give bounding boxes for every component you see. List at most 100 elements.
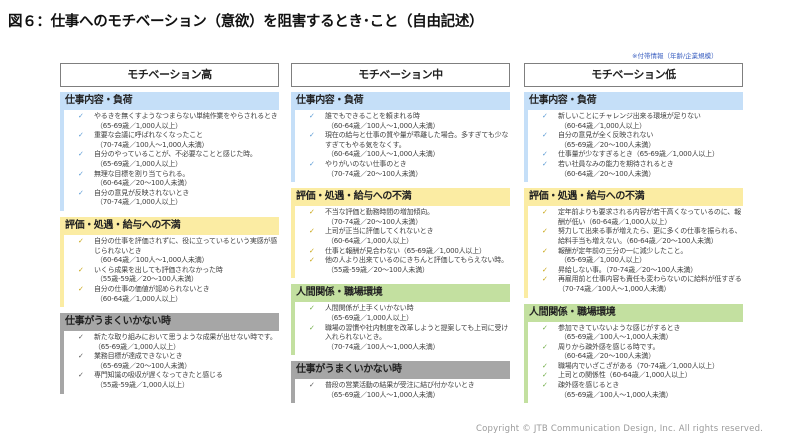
item-text: 自分の仕事を評価されずに、役に立っているという実感が感じられないとき bbox=[94, 236, 278, 255]
column-motivation-low: モチベーション低仕事内容・負荷✓新しいことにチャレンジ出来る環境が足りない（60… bbox=[524, 63, 743, 409]
list-item: ✓報酬が定年前の三分の一に減少したこと。（65-69歳／1,000人以上） bbox=[542, 247, 743, 266]
check-icon: ✓ bbox=[78, 188, 84, 197]
item-text: 人間関係が上手くいかない時 bbox=[325, 304, 414, 313]
check-icon: ✓ bbox=[542, 265, 548, 274]
list-item: ✓ 誰でもできることを頼まれる時（60-64歳／100人～1,000人未満） bbox=[309, 112, 510, 131]
category-title: 評価・処遇・給与への不満 bbox=[291, 188, 510, 207]
check-icon: ✓ bbox=[309, 208, 315, 217]
category-section: 評価・処遇・給与への不満✓自分の仕事を評価されずに、役に立っているという実感が感… bbox=[60, 216, 279, 308]
list-item: ✓重要な会議に呼ばれなくなったこと（70-74歳／100人～1,000人未満） bbox=[78, 131, 279, 150]
list-item: ✓人間関係が上手くいかない時（65-69歳／1,000人以上） bbox=[309, 304, 510, 323]
list-item: ✓不当な評価と勤務時間の増加傾向。（70-74歳／20～100人未満） bbox=[309, 208, 510, 227]
item-text: 自分の意見が全く反映されない bbox=[558, 131, 654, 140]
category-section: 人間関係・職場環境✓人間関係が上手くいかない時（65-69歳／1,000人以上）… bbox=[291, 284, 510, 356]
check-icon: ✓ bbox=[542, 112, 548, 120]
check-icon: ✓ bbox=[309, 323, 315, 332]
check-icon: ✓ bbox=[542, 342, 548, 351]
category-items: ✓自分の仕事を評価されずに、役に立っているという実感が感じられないとき（60-6… bbox=[60, 234, 279, 308]
item-text: 職場内でいざこざがある（70-74歳／1,000人以上） bbox=[558, 361, 719, 370]
check-icon: ✓ bbox=[542, 323, 548, 332]
list-item: ✓上司との関係性（60-64歳／1,000人以上） bbox=[542, 371, 743, 381]
list-item: ✓現在の給与と仕事の質や量が乖離した場合。多すぎても少なすぎてもやる気をなくす。… bbox=[309, 131, 510, 160]
column-header: モチベーション中 bbox=[291, 63, 510, 87]
category-section: 仕事がうまくいかない時✓新たな取り組みにおいて思うような成果が出せない時です。（… bbox=[60, 313, 279, 394]
figure-title: 図６：仕事へのモチベーション（意欲）を阻害するとき･こと（自由記述） bbox=[8, 14, 484, 30]
item-text: 疎外感を感じるとき bbox=[558, 381, 620, 390]
item-text: 若い社員なみの能力を期待されるとき bbox=[558, 159, 674, 168]
item-attribute: （70-74歳／20～100人未満） bbox=[327, 169, 423, 178]
category-items: ✓ 参加できていないような感じがするとき （65-69歳／100人～1,000人未満… bbox=[524, 321, 743, 404]
column-header: モチベーション高 bbox=[60, 63, 279, 87]
item-attribute: （65-69歳／1,000人以上） bbox=[560, 256, 646, 265]
list-item: ✓ 職場内でいざこざがある（70-74歳／1,000人以上） bbox=[542, 362, 743, 372]
item-attribute: （55歳-59歳／1,000人以上） bbox=[96, 381, 189, 390]
item-text: 仕事と報酬が見合わない（65-69歳／1,000人以上） bbox=[325, 246, 486, 255]
list-item: ✓上司が正当に評価してくれないとき（60-64歳／1,000人以上） bbox=[309, 227, 510, 246]
item-text: 参加できていないような感じがするとき bbox=[558, 323, 681, 332]
item-attribute: （55歳-59歳／20～100人未満） bbox=[327, 265, 429, 274]
item-text: 定年前よりも要求される内容が若干高くなっているのに、報酬が低い（60-64歳／1… bbox=[558, 208, 741, 226]
check-icon: ✓ bbox=[542, 208, 548, 217]
category-title: 仕事がうまくいかない時 bbox=[291, 361, 510, 380]
item-text: 新しいことにチャレンジ出来る環境が足りない bbox=[558, 112, 701, 120]
check-icon: ✓ bbox=[309, 131, 315, 140]
check-icon: ✓ bbox=[309, 256, 315, 265]
list-item: ✓新たな取り組みにおいて思うような成果が出せない時です。（65-69歳／1,00… bbox=[78, 333, 279, 352]
category-title: 仕事内容・負荷 bbox=[60, 92, 279, 110]
item-text: 自分の意見が反映されないとき bbox=[94, 188, 190, 197]
item-text: 専門知識の吸収が遅くなってきたと感じる bbox=[94, 371, 223, 380]
list-item: ✓再雇用前と仕事内容も責任も変わらないのに給料が低すぎる（70-74歳／100人… bbox=[542, 275, 743, 294]
item-attribute: （70-74歳／100人～1,000人未満） bbox=[327, 342, 440, 351]
copyright: Copyright © JTB Communication Design, In… bbox=[476, 424, 764, 434]
check-icon: ✓ bbox=[78, 333, 84, 342]
item-text: やりがいのない仕事のとき bbox=[325, 159, 407, 168]
list-item: ✓やるきを無くすようなつまらない単純作業をやらされるとき（65-69歳／1,00… bbox=[78, 112, 279, 131]
item-text: 周りから疎外感を感じる時です。 bbox=[558, 342, 660, 351]
item-text: 報酬が定年前の三分の一に減少したこと。 bbox=[558, 246, 688, 255]
list-item: ✓職場の習慣や社内制度を改革しようと提案しても上司に受け入れられないとき。（70… bbox=[309, 324, 510, 353]
check-icon: ✓ bbox=[542, 361, 548, 370]
item-text: 普段の営業活動の結果が受注に結び付かないとき bbox=[325, 381, 475, 390]
category-items: ✓普段の営業活動の結果が受注に結び付かないとき（65-69歳／100人～1,00… bbox=[291, 379, 510, 404]
check-icon: ✓ bbox=[78, 150, 84, 159]
item-attribute: （60-64歳／100人～1,000人未満） bbox=[327, 150, 440, 159]
item-text: 上司が正当に評価してくれないとき bbox=[325, 227, 434, 236]
list-item: ✓自分のやっていることが、不必要なことと感じた時。（65-69歳／1,000人以… bbox=[78, 150, 279, 169]
category-title: 仕事内容・負荷 bbox=[524, 92, 743, 110]
item-text: 自分の仕事の価値が認められないとき bbox=[94, 284, 210, 293]
check-icon: ✓ bbox=[542, 381, 548, 390]
item-text: やるきを無くすようなつまらない単純作業をやらされるとき bbox=[94, 112, 278, 120]
item-attribute: （60-64歳／1,000人以上） bbox=[560, 121, 646, 130]
check-icon: ✓ bbox=[542, 371, 548, 380]
list-item: ✓ 周りから疎外感を感じる時です。（60-64歳／20～100人未満） bbox=[542, 343, 743, 362]
check-icon: ✓ bbox=[78, 371, 84, 380]
item-attribute: （60-64歳／100人～1,000人未満） bbox=[327, 121, 440, 130]
category-items: ✓不当な評価と勤務時間の増加傾向。（70-74歳／20～100人未満）✓上司が正… bbox=[291, 206, 510, 279]
item-attribute: （65-69歳／100人～1,000人未満） bbox=[560, 390, 673, 399]
list-item: ✓仕事と報酬が見合わない（65-69歳／1,000人以上） bbox=[309, 247, 510, 257]
list-item: ✓昇給しない事。（70-74歳／20～100人未満） bbox=[542, 266, 743, 276]
supplementary-note: ※付帯情報（年齢/企業規模） bbox=[632, 52, 718, 60]
list-item: ✓自分の仕事を評価されずに、役に立っているという実感が感じられないとき（60-6… bbox=[78, 237, 279, 266]
list-item: ✓無理な目標を割り当てられる。（60-64歳／20～100人未満） bbox=[78, 170, 279, 189]
item-attribute: （60-64歳／20～100人未満） bbox=[560, 352, 656, 361]
list-item: ✓いくら成果を出しても評価されなかった時（55歳-59歳／20～100人未満） bbox=[78, 266, 279, 285]
list-item: ✓仕事量が少なすぎるとき（65-69歳／1,000人以上） bbox=[542, 150, 743, 160]
item-text: 仕事量が少なすぎるとき（65-69歳／1,000人以上） bbox=[558, 150, 719, 159]
item-text: 重要な会議に呼ばれなくなったこと bbox=[94, 131, 203, 140]
check-icon: ✓ bbox=[309, 112, 315, 120]
check-icon: ✓ bbox=[78, 284, 84, 293]
item-text: 誰でもできることを頼まれる時 bbox=[325, 112, 420, 120]
category-items: ✓ 定年前よりも要求される内容が若干高くなっているのに、報酬が低い（60-64歳／… bbox=[524, 206, 743, 298]
item-attribute: （60-64歳／20～100人未満） bbox=[96, 179, 192, 188]
check-icon: ✓ bbox=[78, 131, 84, 140]
column-header: モチベーション低 bbox=[524, 63, 743, 87]
list-item: ✓参加できていないような感じがするとき（65-69歳／100人～1,000人未満… bbox=[542, 324, 743, 343]
check-icon: ✓ bbox=[309, 159, 315, 168]
item-text: いくら成果を出しても評価されなかった時 bbox=[94, 265, 223, 274]
list-item: ✓ 疎外感を感じるとき（65-69歳／100人～1,000人未満） bbox=[542, 381, 743, 400]
item-attribute: （60-64歳／1,000人以上） bbox=[327, 236, 413, 245]
category-title: 人間関係・職場環境 bbox=[524, 303, 743, 322]
item-attribute: （60-64歳／20～100人未満） bbox=[560, 169, 656, 178]
item-attribute: （65-69歳／1,000人以上） bbox=[327, 313, 413, 322]
